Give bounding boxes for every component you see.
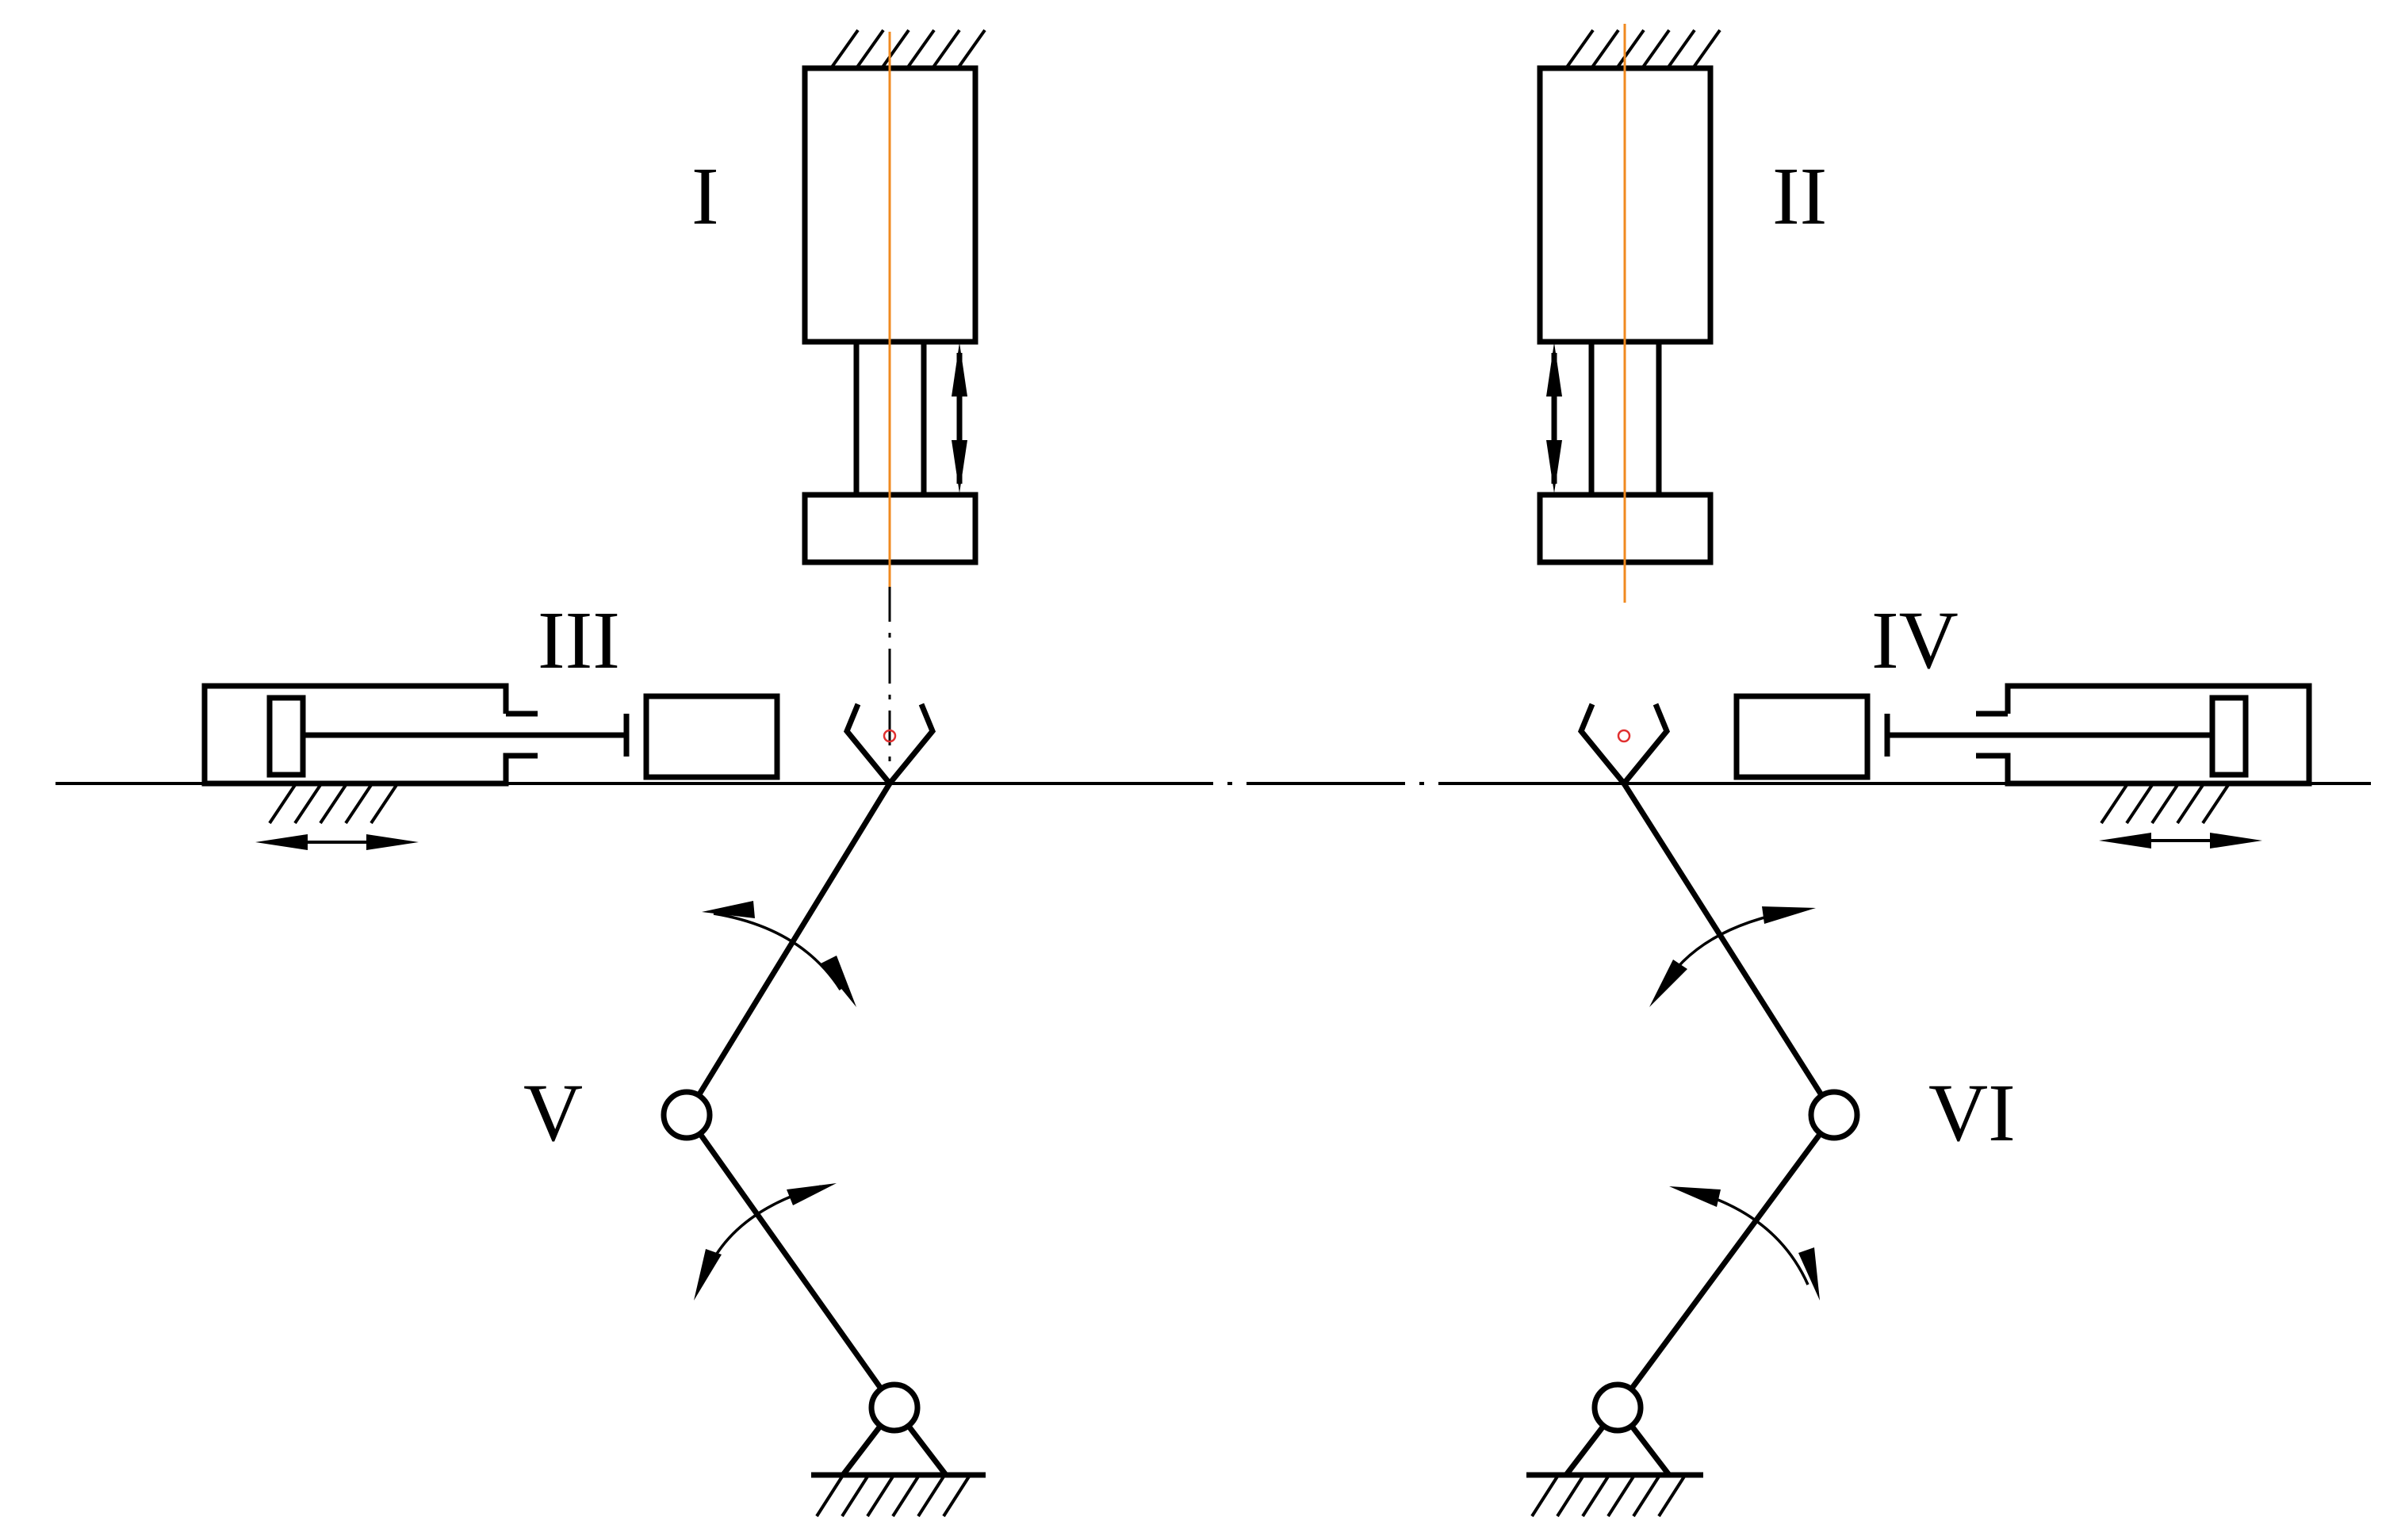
unit-vi-lower-link <box>1615 1113 1836 1410</box>
label-unit-v: V <box>523 1067 583 1159</box>
unit-vi-lower-rotation-arrow <box>1669 1186 1820 1301</box>
unit-i-ground-hatching <box>829 29 986 70</box>
unit-ii-vertical-cylinder <box>1537 24 1721 603</box>
unit-ii-ground-hatching <box>1564 29 1721 70</box>
unit-i-vertical-cylinder <box>802 29 986 761</box>
unit-iii-slide-arrow <box>255 834 419 850</box>
unit-vi-gripper <box>1577 703 1671 788</box>
unit-v-base-hatching <box>815 1475 971 1518</box>
unit-vi-robot-arm <box>1526 703 1860 1518</box>
unit-iii-horizontal-cylinder <box>201 683 780 850</box>
unit-iv-piston <box>2209 695 2249 778</box>
unit-iii-cylinder-body <box>201 683 538 787</box>
unit-iii-piston <box>266 695 306 778</box>
unit-iii-pusher-block <box>643 693 780 780</box>
unit-iv-slide-arrow <box>2099 833 2262 849</box>
unit-vi-base-joint <box>1591 1381 1644 1434</box>
unit-v-elbow-joint <box>661 1089 713 1141</box>
unit-iv-cylinder-body <box>1976 683 2312 787</box>
unit-iv-pusher-block <box>1733 693 1871 780</box>
unit-v-lower-rotation-arrow <box>694 1183 837 1301</box>
label-unit-ii: II <box>1772 151 1827 242</box>
unit-vi-upper-rotation-arrow <box>1649 906 1816 1007</box>
unit-v-lower-link <box>684 1113 897 1410</box>
label-unit-iii: III <box>538 595 620 686</box>
unit-v-robot-arm <box>661 703 986 1518</box>
label-unit-i: I <box>691 151 719 242</box>
unit-iv-ground-hatching <box>2100 783 2230 825</box>
unit-ii-stroke-arrow <box>1546 343 1562 493</box>
unit-v-upper-rotation-arrow <box>702 901 856 1007</box>
unit-i-stroke-arrow <box>952 343 967 493</box>
unit-v-upper-link <box>684 782 892 1117</box>
label-unit-iv: IV <box>1871 595 1959 686</box>
unit-vi-elbow-joint <box>1808 1089 1860 1141</box>
unit-v-base-joint <box>868 1381 921 1434</box>
unit-iii-ground-hatching <box>268 783 398 825</box>
unit-iv-horizontal-cylinder <box>1733 683 2312 849</box>
unit-vi-target-marker <box>1617 729 1631 743</box>
label-unit-vi: VI <box>1928 1067 2016 1159</box>
unit-vi-upper-link <box>1622 782 1836 1117</box>
unit-vi-base-hatching <box>1530 1475 1686 1518</box>
unit-v-target-marker <box>883 729 897 743</box>
